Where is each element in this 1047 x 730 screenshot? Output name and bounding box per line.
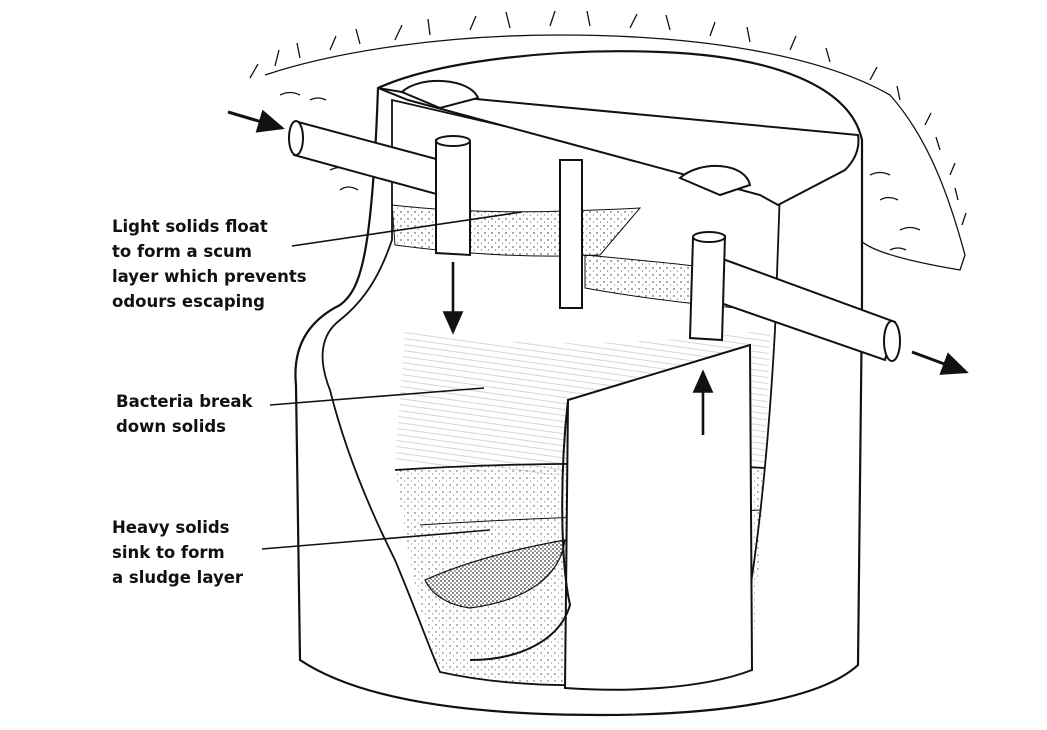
label-scum-layer: Light solids float to form a scum layer … (112, 214, 307, 314)
leader-sludge (261, 529, 491, 550)
label-bacteria-line-1: Bacteria break (116, 392, 253, 411)
label-sludge-line-1: Heavy solids (112, 518, 230, 537)
leader-scum (291, 211, 523, 247)
label-bacteria-line-2: down solids (116, 417, 226, 436)
label-scum-line-4: odours escaping (112, 292, 265, 311)
label-scum-line-3: layer which prevents (112, 267, 307, 286)
tank-lid (377, 80, 860, 207)
outlet-pipe (688, 231, 901, 362)
inlet-arrow-icon (227, 109, 285, 133)
support-column (559, 159, 583, 309)
label-scum-line-1: Light solids float (112, 217, 268, 236)
label-sludge-line-3: a sludge layer (112, 568, 244, 587)
label-bacteria: Bacteria break down solids (116, 389, 253, 439)
baffle-wall (469, 343, 754, 691)
label-scum-line-2: to form a scum (112, 242, 252, 261)
outlet-arrow-icon (911, 350, 969, 375)
leader-bacteria (269, 387, 485, 406)
label-sludge-layer: Heavy solids sink to form a sludge layer (112, 515, 243, 590)
label-sludge-line-2: sink to form (112, 543, 225, 562)
inlet-pipe (288, 120, 471, 257)
